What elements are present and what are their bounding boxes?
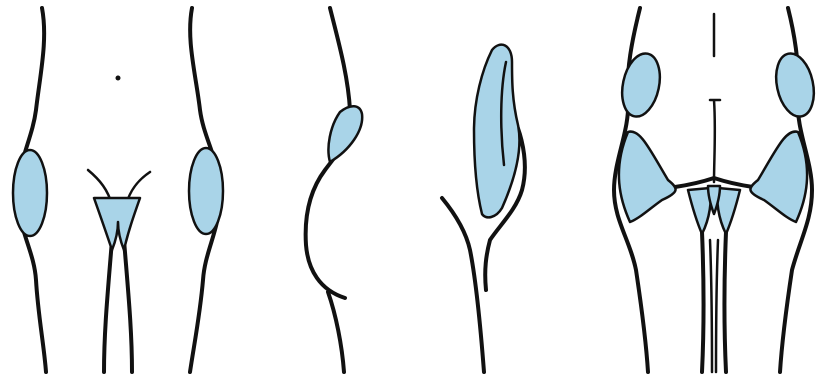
inner-leg-right [124, 240, 132, 372]
back-inner-leg-right [725, 232, 727, 372]
inner-thigh-side-zone [474, 45, 519, 218]
flank-left-zone [617, 50, 666, 120]
banana-roll-left-zone [688, 188, 711, 234]
outer-thigh-right-zone [189, 148, 223, 234]
navel-mark [116, 76, 121, 81]
back-view [614, 8, 819, 372]
side-view [306, 8, 363, 372]
front-view [13, 8, 223, 372]
outer-thigh-left-zone [13, 150, 47, 236]
side-inner-view [442, 45, 525, 372]
side-leg-contour [328, 292, 344, 372]
hip-left-zone [619, 132, 676, 222]
back-inner-line-right [716, 240, 718, 372]
inner-thigh-zone [94, 198, 140, 250]
inner-leg-left [104, 240, 112, 372]
side-inner-front-contour [442, 198, 484, 372]
buttock-upper-zone [328, 106, 362, 162]
flank-right-zone [771, 50, 820, 120]
banana-roll-right-zone [717, 188, 740, 234]
hip-right-zone [750, 132, 807, 222]
back-inner-line-left [710, 240, 712, 372]
gluteal-cleft-line [710, 100, 720, 182]
back-inner-leg-left [702, 232, 704, 372]
